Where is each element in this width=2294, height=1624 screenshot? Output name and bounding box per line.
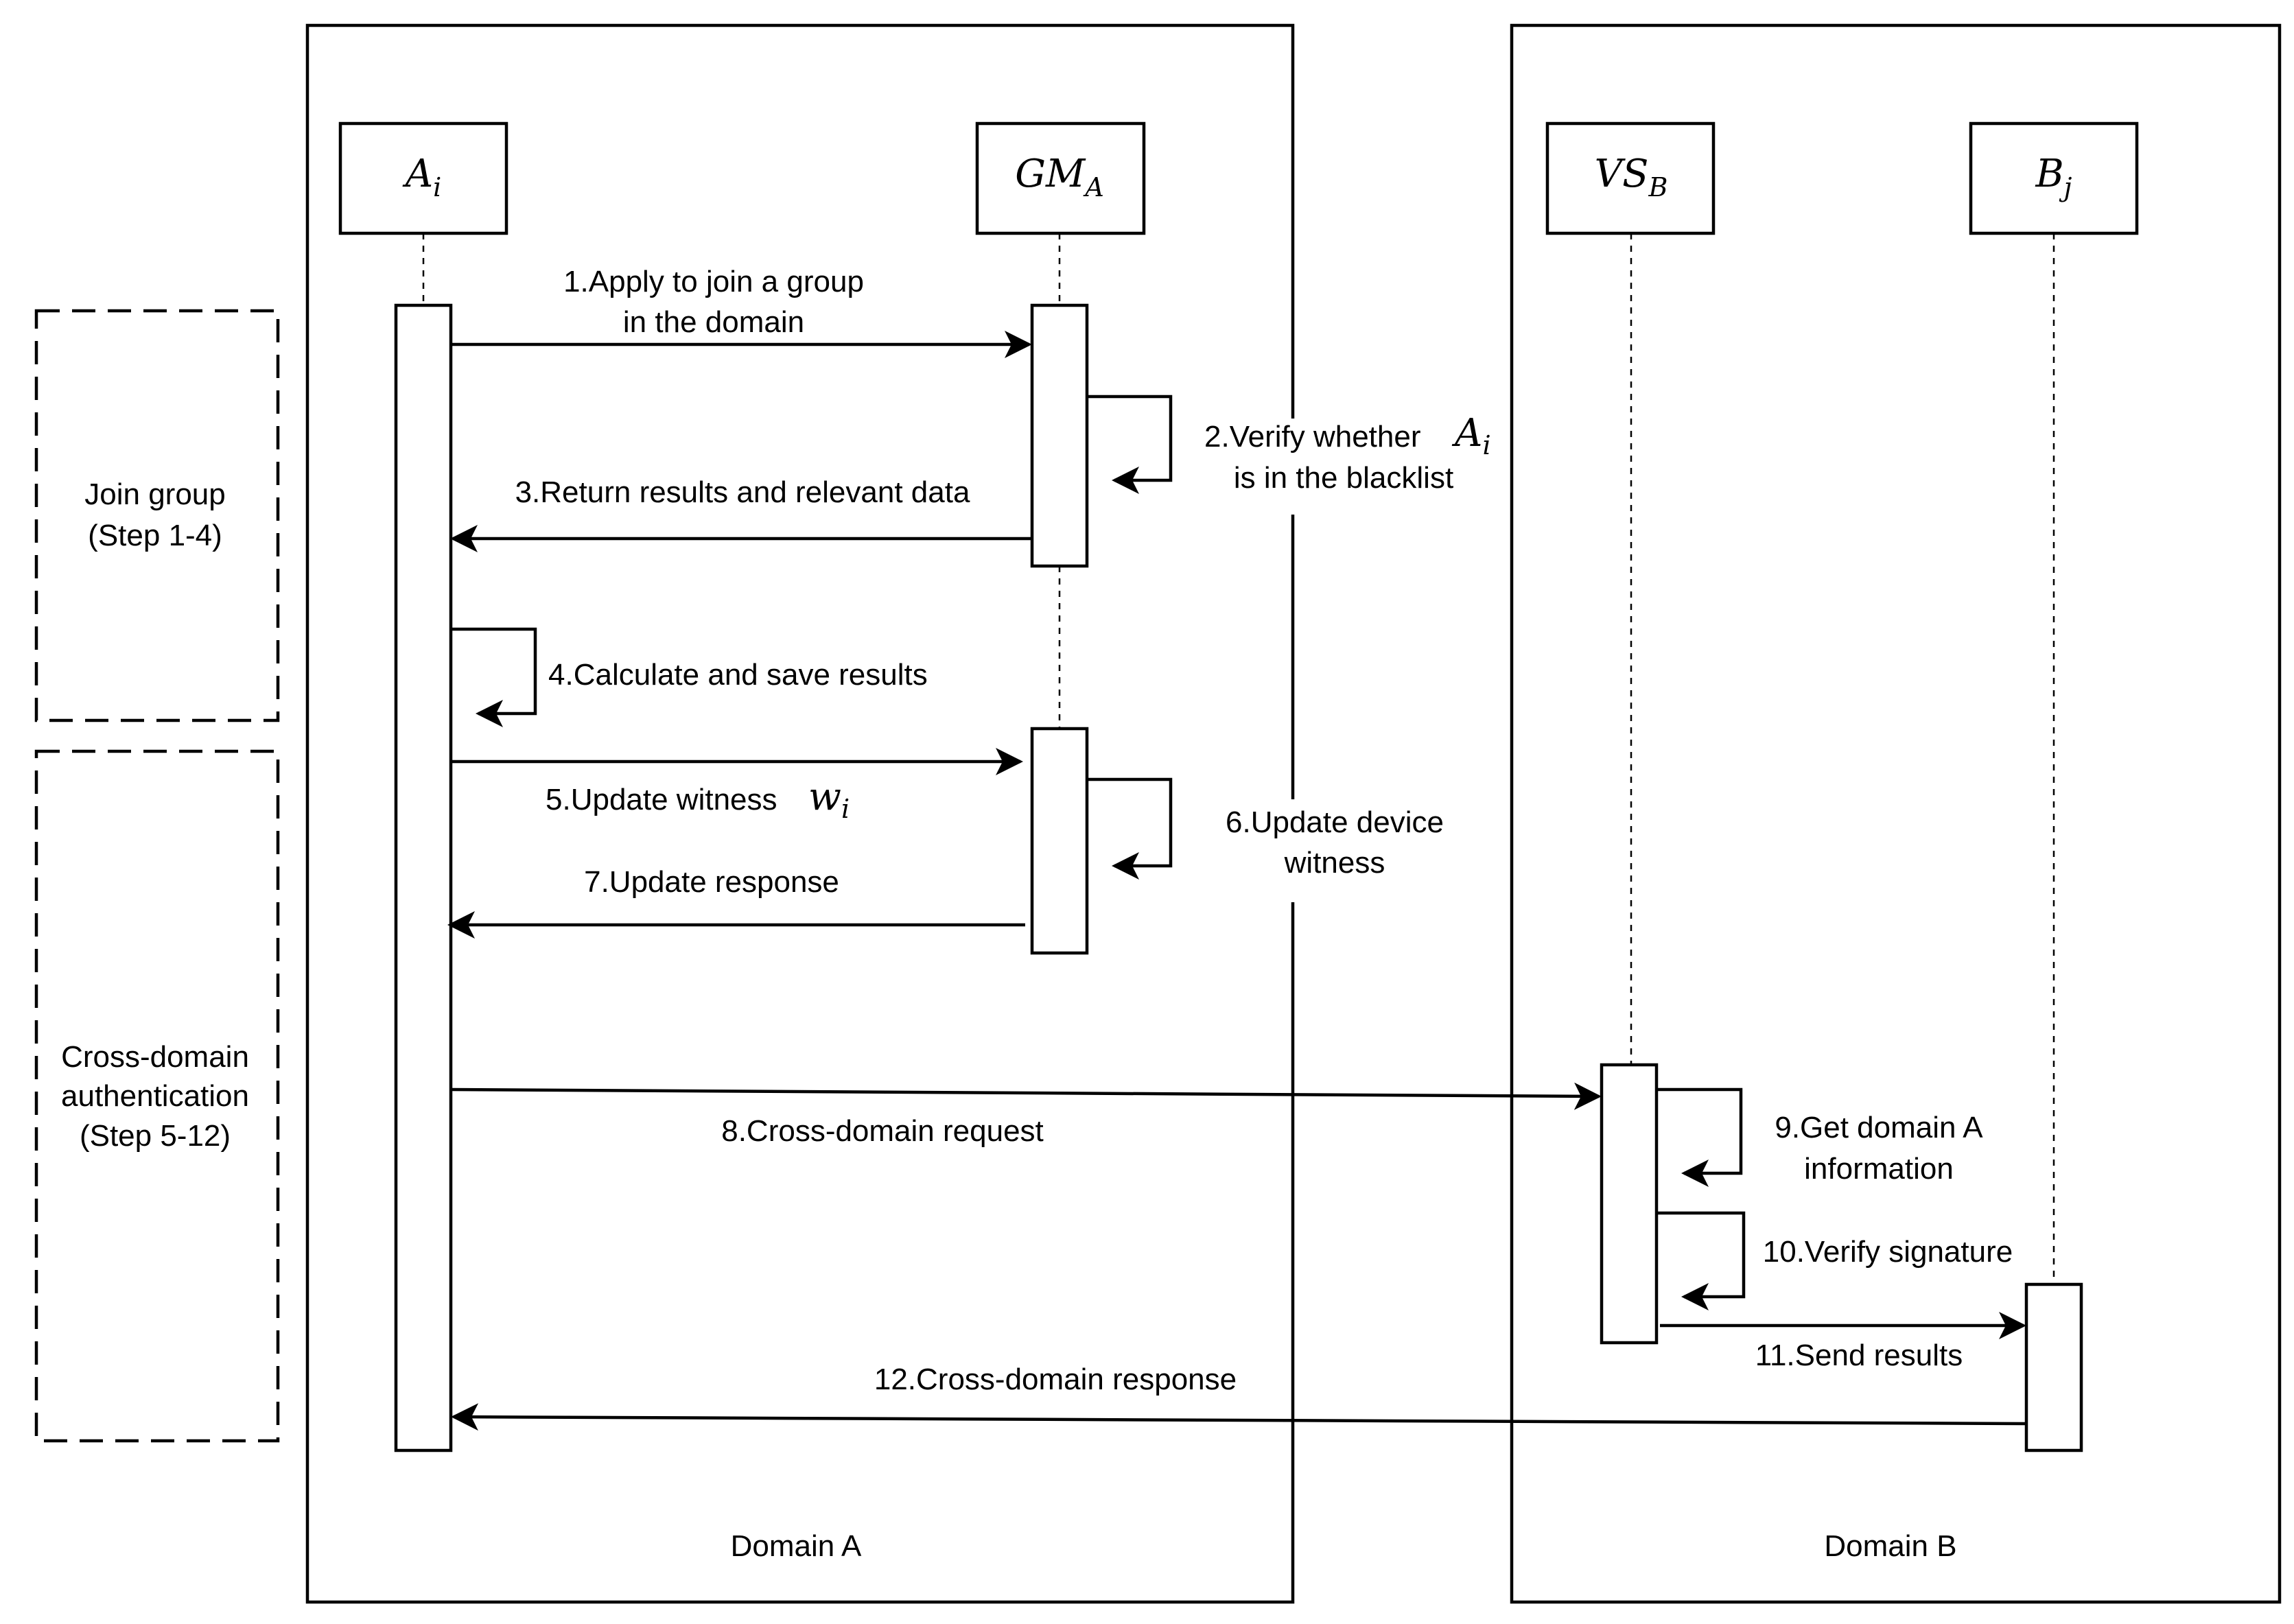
label-m6-line2: witness xyxy=(1284,846,1385,880)
activation-ai xyxy=(394,303,453,1452)
svg-text:Ai: Ai xyxy=(402,152,442,202)
participant-vsb-label: VSB xyxy=(1595,152,1668,202)
activation-gma-1 xyxy=(1030,303,1089,568)
label-m9-line1: 9.Get domain A xyxy=(1775,1111,1983,1144)
label-m1-line2: in the domain xyxy=(623,305,804,339)
label-m5-var: wi xyxy=(808,775,850,824)
phase-cross-label-line3: (Step 5-12) xyxy=(80,1119,231,1153)
label-m10: 10.Verify signature xyxy=(1763,1235,2013,1269)
label-m9-line2: information xyxy=(1804,1152,1954,1186)
participant-bj-box xyxy=(1969,121,2139,235)
label-m8: 8.Cross-domain request xyxy=(721,1114,1044,1148)
arrow-m10-self xyxy=(1657,1211,1746,1310)
label-m11: 11.Send results xyxy=(1755,1339,1963,1372)
label-m7: 7.Update response xyxy=(584,865,839,899)
phase-join-group-box xyxy=(34,309,280,722)
participant-ai-label: Ai xyxy=(402,152,442,202)
arrow-m4-self xyxy=(451,627,537,727)
activation-vsb xyxy=(1600,1063,1659,1345)
domain-b-frame xyxy=(1510,23,2282,1604)
phase-join-label-line2: (Step 1-4) xyxy=(88,519,222,552)
domain-a-label: Domain A xyxy=(731,1529,862,1563)
arrow-m12 xyxy=(451,1403,2027,1431)
label-m12: 12.Cross-domain response xyxy=(874,1363,1237,1396)
participant-vsb-box xyxy=(1545,121,1716,235)
arrow-m9-self xyxy=(1657,1087,1743,1187)
participant-bj-label: Bj xyxy=(2035,152,2072,202)
phase-cross-label-line1: Cross-domain xyxy=(61,1040,249,1074)
label-m3: 3.Return results and relevant data xyxy=(515,475,970,509)
arrow-m8 xyxy=(452,1082,1602,1110)
label-m1-line1: 1.Apply to join a group xyxy=(563,265,864,298)
svg-text:Bj: Bj xyxy=(2035,152,2072,202)
svg-text:VSB: VSB xyxy=(1595,152,1668,202)
participant-gma-box xyxy=(975,121,1146,235)
svg-text:GMA: GMA xyxy=(1015,152,1104,202)
domain-b-label: Domain B xyxy=(1824,1529,1956,1563)
label-m2-line1: 2.Verify whether xyxy=(1204,420,1421,454)
domain-a-gap-lower xyxy=(1286,799,1301,902)
domain-a-gap-upper xyxy=(1286,419,1301,515)
arrow-m6-self xyxy=(1087,777,1173,880)
phase-cross-domain-box xyxy=(34,749,280,1443)
participant-ai-box xyxy=(338,121,508,235)
activation-bj xyxy=(2024,1282,2083,1452)
phase-cross-label-line2: authentication xyxy=(61,1079,249,1113)
label-m6-line1: 6.Update device xyxy=(1226,805,1444,839)
arrow-m2-self xyxy=(1087,395,1173,494)
label-m5: 5.Update witness xyxy=(546,783,777,816)
svg-text:wi: wi xyxy=(808,775,850,824)
label-m4: 4.Calculate and save results xyxy=(548,658,928,692)
svg-text:Ai: Ai xyxy=(1451,411,1491,460)
label-m2-var: Ai xyxy=(1451,411,1491,460)
label-m2-line2: is in the blacklist xyxy=(1234,461,1453,495)
activation-gma-2 xyxy=(1030,727,1089,955)
phase-join-label-line1: Join group xyxy=(84,478,225,511)
participant-gma-label: GMA xyxy=(1015,152,1104,202)
